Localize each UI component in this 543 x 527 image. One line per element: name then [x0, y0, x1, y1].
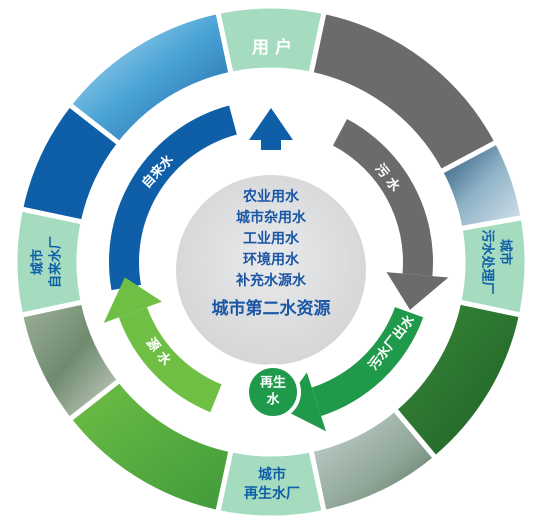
center-use-item: 农业用水	[242, 188, 300, 205]
center-use-item: 工业用水	[243, 230, 300, 247]
node-sewage-plant-label-1: 城市	[498, 239, 514, 265]
arrow-plant-effluent	[311, 307, 424, 417]
reclaimed-water-label-1: 再生	[260, 375, 286, 391]
node-tap-plant-label-1: 城市	[30, 249, 46, 275]
center-title: 城市第二水资源	[212, 298, 331, 319]
arrow-head-plant-effluent	[281, 372, 327, 432]
reclaimed-water-badge	[245, 364, 301, 420]
arrow-head-sewage	[386, 272, 449, 310]
reclaimed-water-label-2: 水	[266, 392, 280, 408]
arrow-head-replenish	[103, 277, 162, 323]
center-use-item: 补充水源水	[235, 272, 307, 289]
node-reclaimed-plant-label-2: 再生水厂	[244, 485, 300, 502]
center-use-item: 城市杂用水	[236, 209, 307, 226]
outer-ring	[12, 3, 530, 521]
node-sewage-plant-label-2: 污水处理厂	[480, 229, 496, 294]
arrow-head-to-user	[249, 108, 293, 150]
arrow-replenish	[118, 307, 222, 413]
center-use-item: 环境用水	[243, 251, 300, 268]
center-disc	[176, 175, 366, 365]
arrow-sewage	[332, 118, 433, 277]
node-reclaimed-plant-label-1: 城市	[258, 466, 286, 483]
node-user-label: 用 户	[252, 37, 292, 58]
node-tap-plant-label-2: 自来水厂	[48, 236, 64, 288]
node-reclaimed-plant	[214, 446, 328, 521]
flow-arrows	[103, 105, 449, 432]
arrow-tap-water	[109, 105, 237, 291]
